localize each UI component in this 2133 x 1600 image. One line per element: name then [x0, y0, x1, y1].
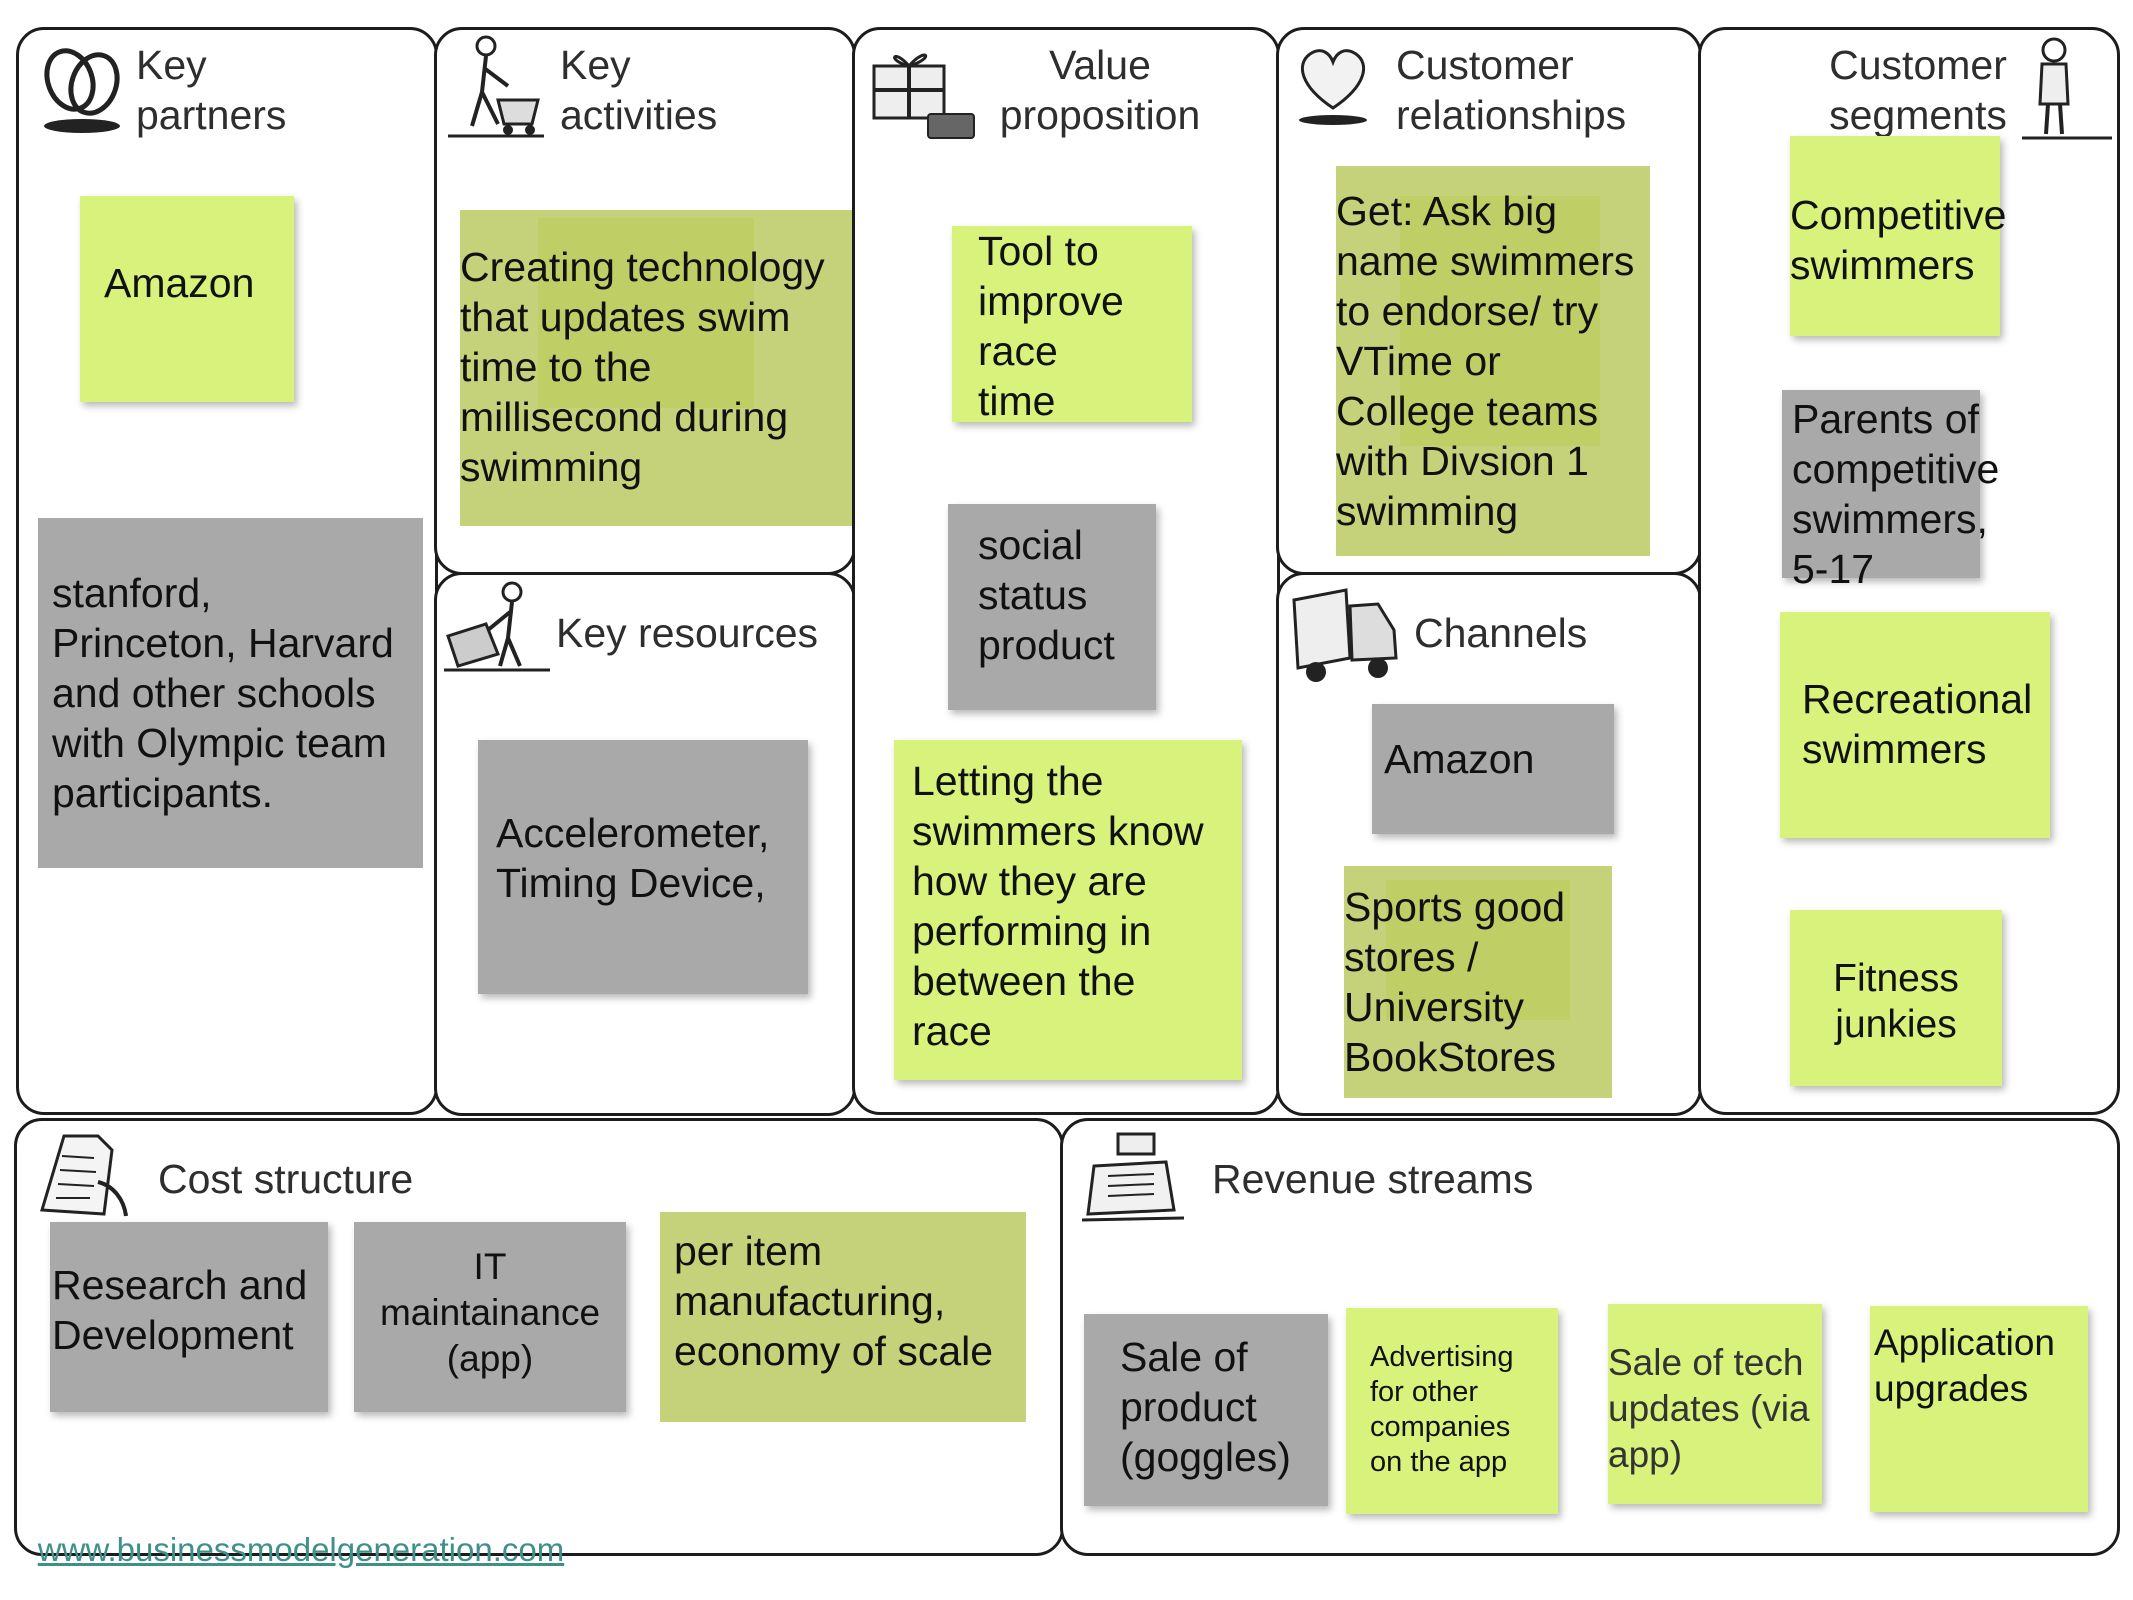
sticky-note-overlap: [1386, 880, 1570, 1020]
cash-register-icon: [1081, 1132, 1185, 1222]
heart-icon: [1299, 49, 1367, 125]
sticky-note: Recreational swimmers: [1780, 612, 2050, 838]
sticky-note: Letting the swimmers know how they are p…: [894, 740, 1242, 1080]
channels-title: Channels: [1414, 610, 1588, 656]
key-partners-title: Key partners: [136, 42, 287, 138]
key-resources-title: Key resources: [556, 610, 819, 656]
gift-box-icon: [872, 53, 975, 139]
sticky-note: IT maintainance (app): [354, 1222, 626, 1412]
sticky-note-text: Creating technology that updates swim ti…: [460, 244, 825, 490]
sticky-note: Sale of tech updates (via app): [1608, 1304, 1822, 1504]
customer-segments-title: Customer segments: [1829, 42, 2007, 138]
website-link[interactable]: www.businessmodelgeneration.com: [37, 1531, 565, 1568]
sticky-note: Parents of competitive swimmers, 5-17: [1782, 390, 1999, 592]
sticky-note-overlap: [1400, 196, 1600, 446]
value-proposition-title: Value proposition: [999, 42, 1201, 138]
cost-structure-title: Cost structure: [158, 1156, 414, 1202]
person-figure-icon: [2022, 37, 2112, 140]
key-activities-title: Key activities: [560, 42, 718, 138]
worker-with-cart-icon: [448, 35, 544, 138]
sticky-note: Accelerometer, Timing Device,: [478, 740, 808, 994]
sticky-note: Research and Development: [50, 1222, 328, 1412]
sticky-note: Fitness junkies: [1790, 910, 2002, 1086]
sticky-note: social status product: [948, 504, 1156, 710]
sticky-note: Advertising for other companies on the a…: [1346, 1308, 1558, 1514]
revenue-streams-title: Revenue streams: [1212, 1156, 1534, 1202]
sticky-note-text: Get: Ask big name swimmers to endorse/ t…: [1336, 188, 1635, 534]
sticky-note: Amazon: [80, 196, 294, 402]
receipt-icon: [40, 1134, 128, 1217]
sticky-note-overlap: [538, 218, 754, 408]
sticky-note: Amazon: [1372, 704, 1614, 834]
sticky-note: stanford, Princeton, Harvard and other s…: [38, 518, 423, 868]
sticky-note-text: Sports good stores / University BookStor…: [1344, 884, 1566, 1080]
sticky-note: Competitive swimmers: [1790, 136, 2006, 336]
customer-relationships-title: Customer relationships: [1396, 42, 1627, 138]
worker-with-machine-icon: [444, 581, 550, 672]
delivery-truck-icon: [1292, 588, 1398, 682]
chain-links-icon: [44, 48, 120, 133]
sticky-note: Application upgrades: [1870, 1306, 2088, 1512]
sticky-note: Tool to improve race time: [952, 226, 1192, 424]
sticky-note: per item manufacturing, economy of scale: [660, 1212, 1026, 1422]
sticky-note: Sale of product (goggles): [1084, 1314, 1328, 1506]
